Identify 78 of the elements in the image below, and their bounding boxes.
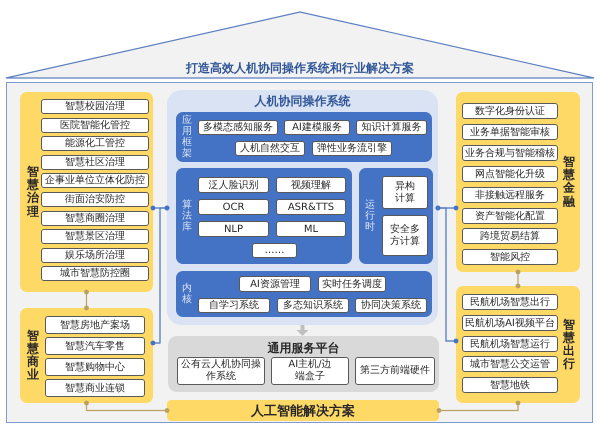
module-box: 数字化身份认证 [462,103,558,119]
module-box: 智慧商业连锁 [45,379,145,397]
module-box: 泛人脸识别 [198,177,269,193]
module-box: 人机自然交互 [235,141,305,156]
connector-line [84,400,170,413]
module-box: 跨境贸易结算 [462,228,558,244]
module-box: 智慧社区治理 [41,155,149,170]
module-box: 多态知识系统 [277,298,349,313]
module-box: 知识计算服务 [356,120,427,135]
category-panel [20,92,153,292]
module-box: 非接触远程服务 [462,187,558,203]
module-box: 智慧汽车零售 [45,337,145,355]
module-box: 视频理解 [276,177,346,193]
module-box: AI建模服务 [284,120,350,135]
module-box: OCR [198,199,269,215]
module-box: NLP [198,221,269,237]
module-box: 能源化工管控 [41,136,149,151]
module-box: 民航机场智慧运行 [462,336,558,352]
module-box: 网点智能化升级 [462,166,558,182]
layer-band [176,112,432,162]
category-panel [456,92,580,272]
connector-line [436,400,520,413]
platform-panel [168,336,439,392]
module-box: 业务单据智能审核 [462,124,558,140]
module-box: ML [276,221,346,237]
module-box: 民航机场AI视频平台 [462,315,558,331]
module-box: AI资源管理 [239,276,311,292]
module-box: 异构计算 [382,176,428,209]
connector-line [516,270,520,288]
category-title: 智慧出行 [563,318,575,371]
module-box: 智慧商圈治理 [41,211,149,226]
module-box: 医院智能化管控 [41,118,149,133]
module-box: 智慧购物中心 [45,358,145,376]
layer-label: 运行时 [365,200,375,232]
module-box: 智慧景区治理 [41,229,149,244]
layer-band [176,168,352,264]
layer-label: 应用框架 [182,115,192,159]
layer-band [359,168,433,264]
category-title: 智慧治理 [27,166,39,218]
module-box: 娱乐场所治理 [41,248,149,263]
layer-label: 内核 [182,283,192,305]
module-box: 智慧地铁 [462,377,558,393]
module-box: 城市智慧防控圈 [41,266,149,281]
module-box: 多模态感知服务 [198,120,278,135]
module-box: 业务合规与智能稽核 [462,145,558,161]
module-box: 城市智慧公交运管 [462,356,558,372]
arrow [300,325,306,336]
module-box: AI主机/边端盒子 [271,357,349,385]
module-box: 民航机场智慧出行 [462,294,558,310]
module-box: 弹性业务流引擎 [312,141,392,156]
module-box: 第三方前端硬件 [355,357,435,385]
module-box: 智能风控 [462,249,558,265]
module-box: 智慧房地产案场 [45,316,145,334]
module-box: 企事业单位立体化防控 [41,173,149,188]
module-box: …… [252,243,297,258]
module-box: 实时任务调度 [318,276,386,292]
panel-title: 通用服务平台 [268,341,340,355]
module-box: 智慧校园治理 [41,99,149,114]
layer-band [176,271,432,317]
connector-line [150,206,170,346]
system-panel [167,90,438,325]
module-box: 协同决策系统 [355,298,427,313]
module-box: ASR&TTS [276,199,346,215]
category-panel [20,308,153,403]
layer-label: 算法库 [182,200,192,232]
category-title: 智慧金融 [563,156,575,208]
diagram-title: 打造高效人机协同操作系统和行业解决方案 [186,61,414,75]
category-panel [456,286,580,403]
connector-line [84,290,89,310]
solution-bar: 人工智能解决方案 [167,400,439,421]
module-box: 公有云人机协同操作系统 [177,357,265,385]
module-box: 街面治安防控 [41,192,149,207]
module-box: 自学习系统 [198,298,270,313]
module-box: 安全多方计算 [382,215,428,256]
module-box: 资产智能化配置 [462,208,558,224]
category-title: 智慧商业 [27,329,39,382]
panel-title: 人机协同操作系统 [254,94,350,108]
connector-line [436,206,458,344]
